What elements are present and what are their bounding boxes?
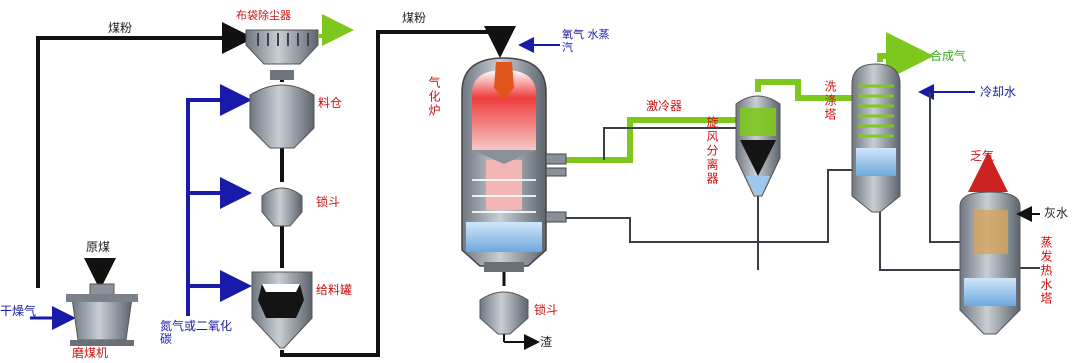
oxygen-steam-label: 氧气 水蒸汽 [562, 28, 610, 54]
slag-label: 渣 [540, 335, 553, 349]
scrubber-label: 洗涤塔 [823, 80, 837, 122]
mill-label: 磨煤机 [72, 346, 109, 360]
slag-hopper [479, 272, 540, 350]
feed-bin [249, 70, 315, 149]
bag-filter [245, 14, 354, 65]
cyclone-label: 旋风分离器 [705, 116, 719, 186]
feed-bin-label: 料仓 [318, 96, 343, 110]
scrubber [851, 63, 901, 213]
dry-gas-label: 干燥气 [0, 304, 37, 318]
lock-hopper-1-label: 锁斗 [316, 195, 341, 209]
flash-vessel [959, 152, 1040, 335]
cyclone-separator [735, 95, 781, 197]
gasifier [461, 57, 547, 272]
exhaust-label: 乏气 [970, 149, 995, 163]
gasifier-nozzles [545, 153, 567, 223]
pressure-gas-label: 氮气或二氧化碳 [160, 319, 233, 346]
pressure-gas-lines [30, 37, 975, 330]
syngas-lines [546, 32, 934, 163]
coal-powder-label-top: 煤粉 [108, 21, 133, 35]
quench-pipe-label: 激冷器 [646, 99, 683, 113]
coal-feed-lines [36, 22, 516, 357]
feed-tank [251, 271, 313, 349]
coal-powder-label-mid: 煤粉 [402, 11, 427, 25]
cooling-water-label: 冷却水 [980, 85, 1017, 99]
water-lines [546, 92, 1040, 271]
syngas-label: 合成气 [930, 49, 967, 63]
gasifier-label: 气化炉 [427, 76, 441, 118]
coal-mill [66, 258, 138, 346]
lock-hopper-1 [261, 187, 303, 227]
raw-coal-label: 原煤 [86, 240, 111, 254]
feed-tank-label: 给料罐 [316, 283, 353, 297]
bag-filter-label: 布袋除尘器 [236, 9, 291, 22]
fresh-water-label: 灰水 [1044, 206, 1069, 220]
flash-vessel-label: 蒸发热水塔 [1039, 236, 1053, 306]
slag-hopper-label: 锁斗 [534, 303, 559, 317]
